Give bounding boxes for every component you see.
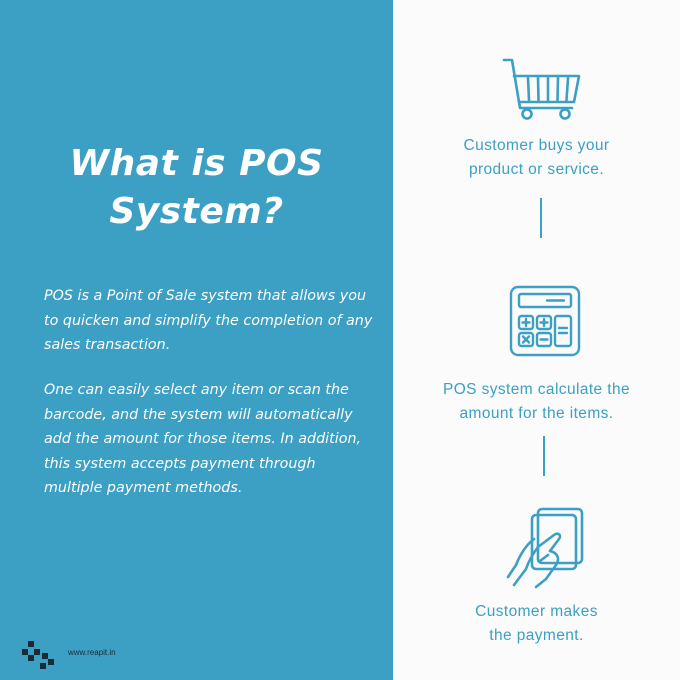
step-1-label: Customer buys your product or service. xyxy=(393,134,680,181)
step-connector-1 xyxy=(540,198,542,238)
description-paragraph-2: One can easily select any item or scan t… xyxy=(44,382,362,496)
step-2-line-2: amount for the items. xyxy=(459,404,614,422)
step-2-line-1: POS system calculate the xyxy=(442,381,631,398)
step-3-line-2: the payment. xyxy=(489,626,584,644)
info-panel: What is POS System? POS is a Point of Sa… xyxy=(0,0,393,680)
shopping-cart-icon xyxy=(502,56,582,122)
step-2-label: POS system calculate the amount for the … xyxy=(393,378,680,425)
hand-holding-card-icon xyxy=(506,505,586,591)
title-line-2: System? xyxy=(109,191,284,232)
step-3-label: Customer makes the payment. xyxy=(393,600,680,647)
step-1-line-1: Customer buys your xyxy=(463,137,610,154)
step-1-line-2: product or service. xyxy=(468,160,605,178)
title-line-1: What is POS xyxy=(69,143,324,184)
calculator-icon xyxy=(509,285,581,357)
page-title: What is POS System? xyxy=(0,140,393,236)
step-connector-2 xyxy=(543,436,545,476)
website-link[interactable]: www.reapit.in xyxy=(68,648,116,657)
pixel-grid-logo-icon xyxy=(22,641,56,669)
description-paragraph-1: POS is a Point of Sale system that allow… xyxy=(44,288,373,353)
step-3-line-1: Customer makes xyxy=(475,603,598,620)
process-panel: Customer buys your product or service. P… xyxy=(393,0,680,680)
